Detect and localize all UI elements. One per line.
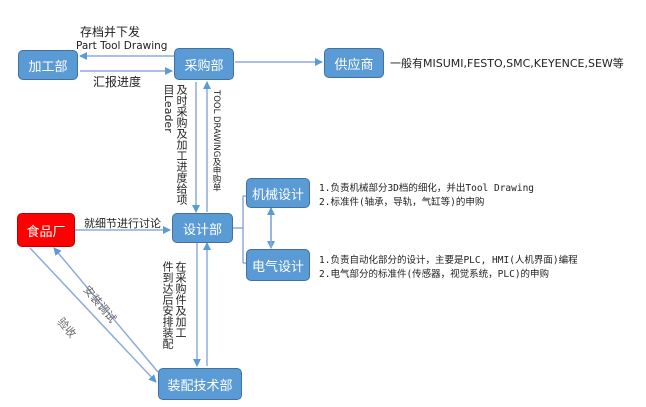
- label-tool-drawing: TOOL DRAWING及申购单: [211, 90, 221, 192]
- label-mech-duty-1: 1.负责机械部分3D档的细化，并出Tool Drawing: [319, 183, 535, 194]
- arrow-assembly-to-factory: [53, 247, 159, 373]
- node-food-factory: 食品厂: [17, 213, 75, 247]
- label-mech-duty-2: 2.标准件(轴承，导轨，气缸等)的申购: [319, 197, 485, 208]
- node-mechanical-design: 机械设计: [246, 178, 310, 208]
- label-archive-issue: 存档并下发: [80, 25, 141, 39]
- node-machining-dept: 加工部: [18, 50, 78, 80]
- node-electrical-design: 电气设计: [246, 249, 310, 281]
- node-supplier: 供应商: [324, 48, 384, 78]
- label-assembly-col1: 在采购件及加工: [174, 261, 187, 338]
- label-supplier-note: 一般有MISUMI,FESTO,SMC,KEYENCE,SEW等: [390, 57, 624, 70]
- node-purchasing-dept: 采购部: [174, 48, 234, 80]
- node-design-dept: 设计部: [172, 213, 233, 243]
- label-feedback-col1: 及时采购及加工进度给项: [175, 84, 188, 205]
- label-report-progress: 汇报进度: [93, 75, 142, 89]
- node-assembly-dept: 装配技术部: [158, 368, 242, 400]
- label-elec-duty-1: 1.负责自动化部分的设计，主要是PLC, HMI(人机界面)编程: [319, 255, 578, 266]
- label-elec-duty-2: 2.电气部分的标准件(传感器，视觉系统，PLC)的申购: [319, 269, 550, 280]
- label-part-tool-drawing: Part Tool Drawing: [76, 40, 168, 52]
- label-feedback-col2: 目Leader: [162, 84, 175, 133]
- arrow-factory-to-assembly: [29, 247, 157, 383]
- label-assembly-col2: 件到达后安排装配: [161, 261, 174, 349]
- label-discuss-details: 就细节进行讨论: [84, 217, 161, 230]
